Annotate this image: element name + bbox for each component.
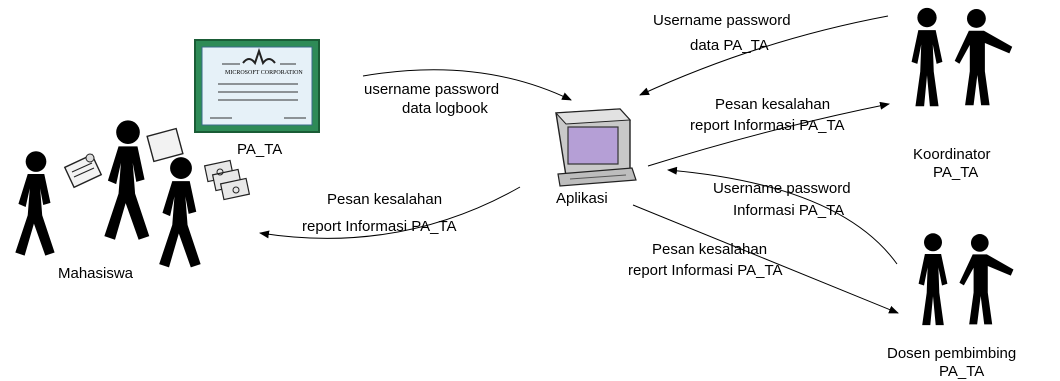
flow-dosen-to-app-line1: Username password [713, 180, 851, 197]
dosen-figure-2 [959, 234, 1014, 325]
flow-app-to-dosen-line1: Pesan kesalahan [652, 241, 767, 258]
flow-koordinator-to-app-line1: Username password [653, 12, 791, 29]
aplikasi-label: Aplikasi [556, 190, 608, 207]
mahasiswa-figure-3 [159, 157, 201, 268]
flow-app-to-mahasiswa-line1: Pesan kesalahan [327, 191, 442, 208]
mahasiswa-label: Mahasiswa [58, 265, 134, 282]
document-icon [63, 153, 103, 189]
dosen-group: Dosen pembimbing PA_TA [887, 233, 1016, 380]
arrow-aplikasi-to-dosen [632, 204, 899, 314]
arrow-mahasiswa-to-aplikasi [362, 69, 572, 101]
flow-mahasiswa-to-app-line1: username password [364, 81, 499, 98]
certificate-icon: MICROSOFT CORPORATION PA_TA [194, 39, 320, 158]
mahasiswa-group: Mahasiswa [15, 120, 251, 282]
dosen-label-line1: Dosen pembimbing [887, 345, 1016, 362]
arrow-koordinator-to-aplikasi [639, 15, 889, 96]
arrow-aplikasi-to-koordinator [647, 101, 890, 167]
certificate-inner-text: MICROSOFT CORPORATION [225, 70, 303, 76]
flow-mahasiswa-to-app-line2: data logbook [402, 100, 488, 117]
dosen-figure-1 [918, 233, 948, 326]
flow-app-to-koordinator-line2: report Informasi PA_TA [690, 117, 845, 134]
certificate-label: PA_TA [237, 141, 282, 158]
koordinator-label-line1: Koordinator [913, 146, 991, 163]
koordinator-label-line2: PA_TA [933, 164, 978, 181]
koordinator-figure-2 [954, 9, 1013, 106]
flow-app-to-koordinator-line1: Pesan kesalahan [715, 96, 830, 113]
arrow-dosen-to-aplikasi [667, 166, 898, 265]
koordinator-group: Koordinator PA_TA [911, 7, 1013, 181]
clipboard-icon [146, 127, 184, 163]
flow-dosen-to-app-line2: Informasi PA_TA [733, 202, 844, 219]
flow-app-to-mahasiswa-line2: report Informasi PA_TA [302, 218, 457, 235]
flow-app-to-dosen-line2: report Informasi PA_TA [628, 262, 783, 279]
arrow-aplikasi-to-mahasiswa [259, 186, 521, 239]
mahasiswa-figure-2 [104, 120, 150, 240]
mahasiswa-figure-1 [15, 151, 55, 256]
dosen-label-line2: PA_TA [939, 363, 984, 380]
computer-icon: Aplikasi [554, 108, 637, 207]
koordinator-figure-1 [911, 7, 943, 107]
flow-koordinator-to-app-line2: data PA_TA [690, 37, 769, 54]
money-icon [203, 159, 251, 201]
